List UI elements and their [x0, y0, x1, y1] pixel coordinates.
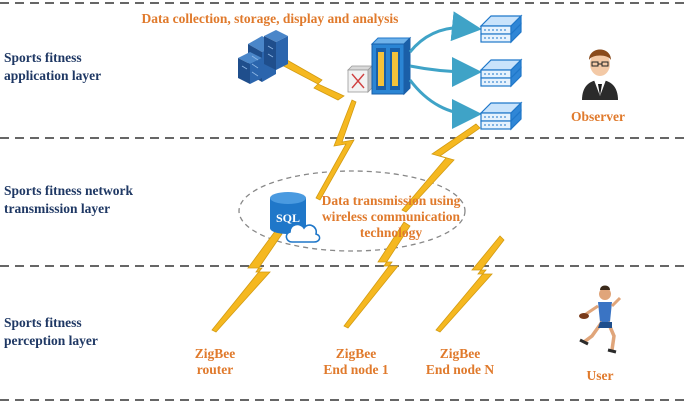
rack-server-icon — [480, 15, 522, 130]
arrow-to-rack-3 — [408, 79, 482, 129]
transmission-caption: Data transmission using wireless communi… — [321, 193, 461, 240]
arrow-to-rack-2 — [409, 56, 482, 87]
node-label-router: ZigBee router — [194, 346, 236, 377]
observer-person-icon — [582, 49, 618, 100]
layer-label-application: Sports fitness application layer — [4, 50, 102, 83]
switch-icon — [370, 36, 412, 96]
layer-label-perception: Sports fitness perception layer — [4, 315, 98, 348]
top-caption: Data collection, storage, display and an… — [141, 11, 399, 26]
cloud-icon — [285, 223, 321, 243]
runner-user-icon — [579, 285, 622, 354]
server-cluster-icon — [238, 30, 288, 84]
node-label-end-node-1: ZigBee End node 1 — [323, 346, 389, 377]
observer-label: Observer — [571, 109, 625, 124]
user-label: User — [586, 368, 614, 383]
node-label-end-node-n: ZigBee End node N — [425, 346, 495, 377]
router-box-icon — [347, 65, 373, 93]
sql-label: SQL — [276, 211, 300, 225]
layer-label-network-transmission: Sports fitness network transmission laye… — [4, 183, 134, 216]
arrow-to-rack-1 — [408, 11, 482, 53]
lightning-icon — [211, 55, 505, 333]
transmission-ellipse — [238, 170, 466, 252]
